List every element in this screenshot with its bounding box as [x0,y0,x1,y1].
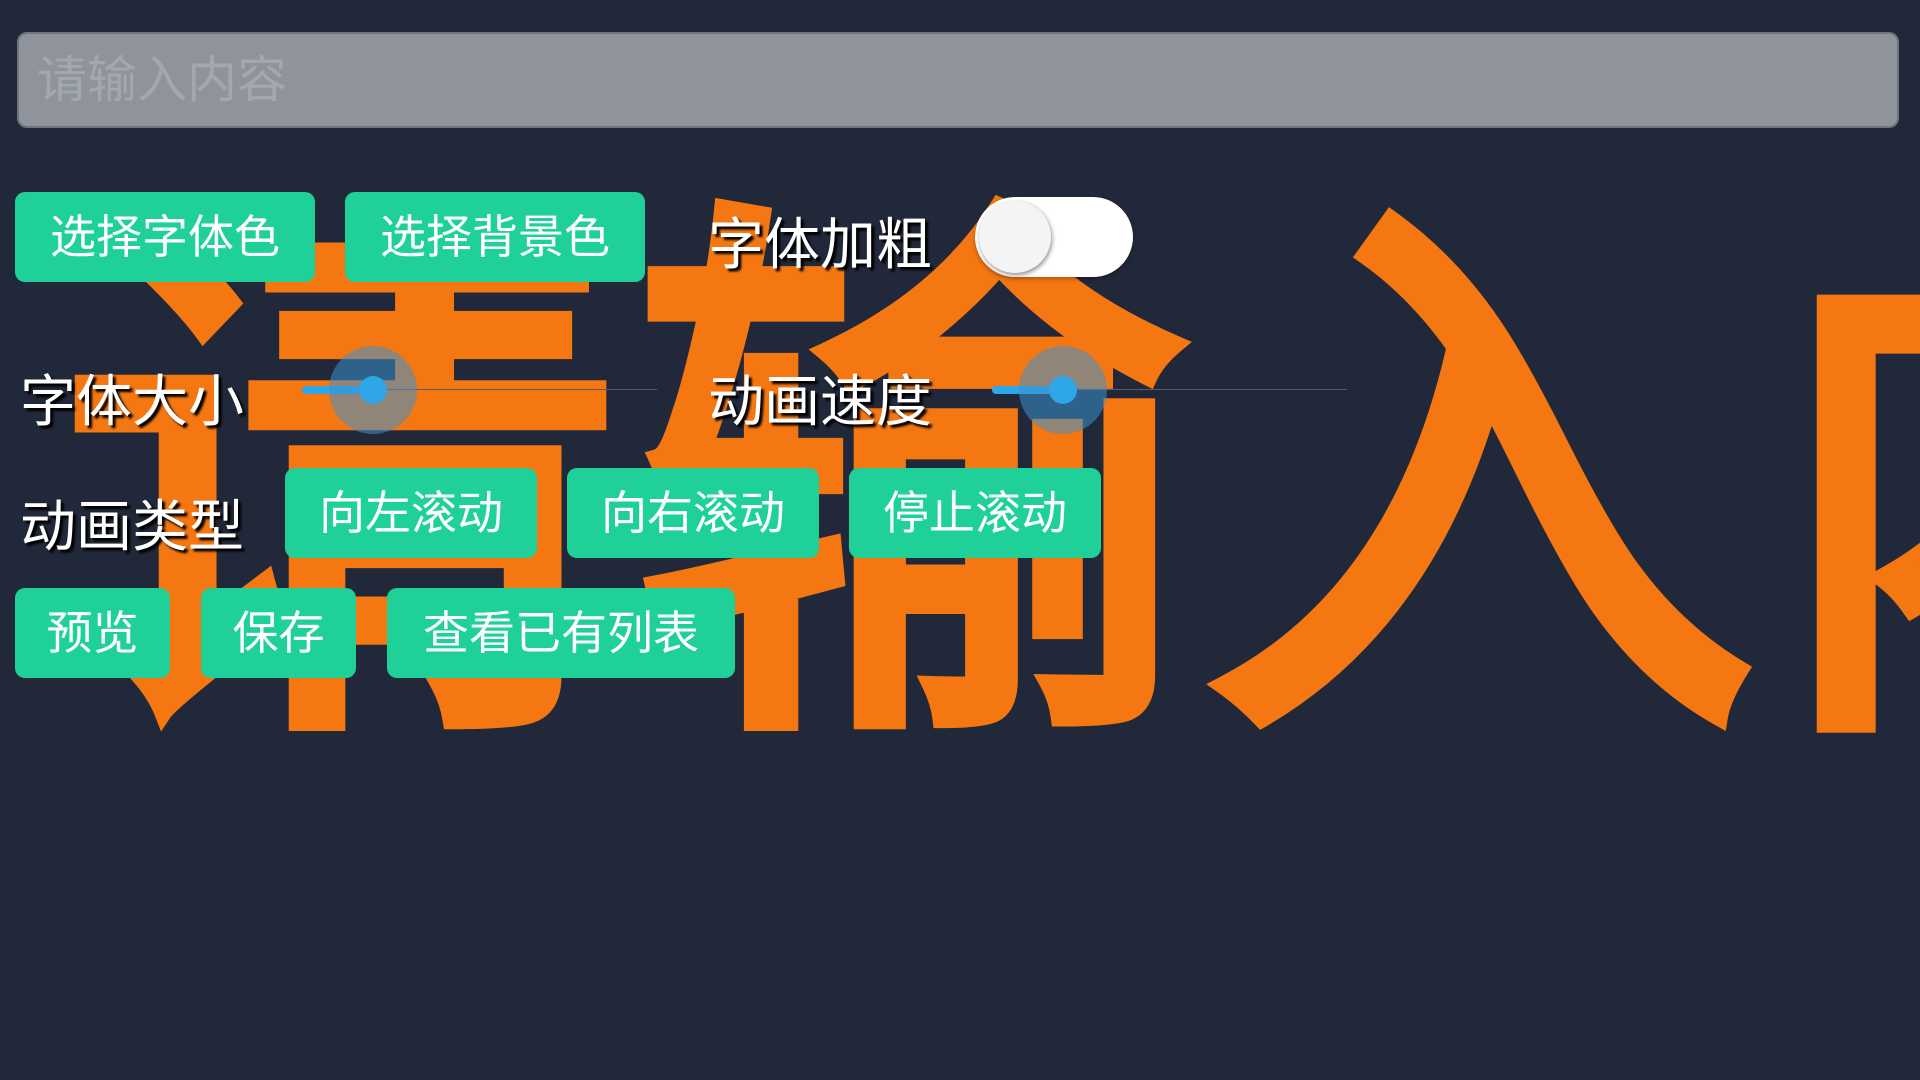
view-saved-list-button[interactable]: 查看已有列表 [387,588,735,678]
font-size-label: 字体大小 [20,370,244,435]
scroll-right-button[interactable]: 向右滚动 [567,468,819,558]
bold-toggle-knob[interactable] [979,201,1051,273]
font-size-slider[interactable] [302,330,657,450]
save-button[interactable]: 保存 [201,588,356,678]
font-size-slider-thumb[interactable] [359,376,387,404]
animation-speed-label: 动画速度 [708,370,932,435]
choose-font-color-button[interactable]: 选择字体色 [15,192,315,282]
scroll-left-button[interactable]: 向左滚动 [285,468,537,558]
choose-background-color-button[interactable]: 选择背景色 [345,192,645,282]
animation-speed-slider-track [992,389,1347,390]
animation-speed-slider-thumb[interactable] [1049,376,1077,404]
bold-toggle[interactable] [975,197,1133,277]
preview-button[interactable]: 预览 [15,588,170,678]
stop-scroll-button[interactable]: 停止滚动 [849,468,1101,558]
content-input[interactable] [17,32,1899,128]
font-size-slider-track [302,389,657,390]
bold-label: 字体加粗 [708,213,932,278]
animation-type-label: 动画类型 [20,495,244,560]
animation-speed-slider[interactable] [992,330,1347,450]
